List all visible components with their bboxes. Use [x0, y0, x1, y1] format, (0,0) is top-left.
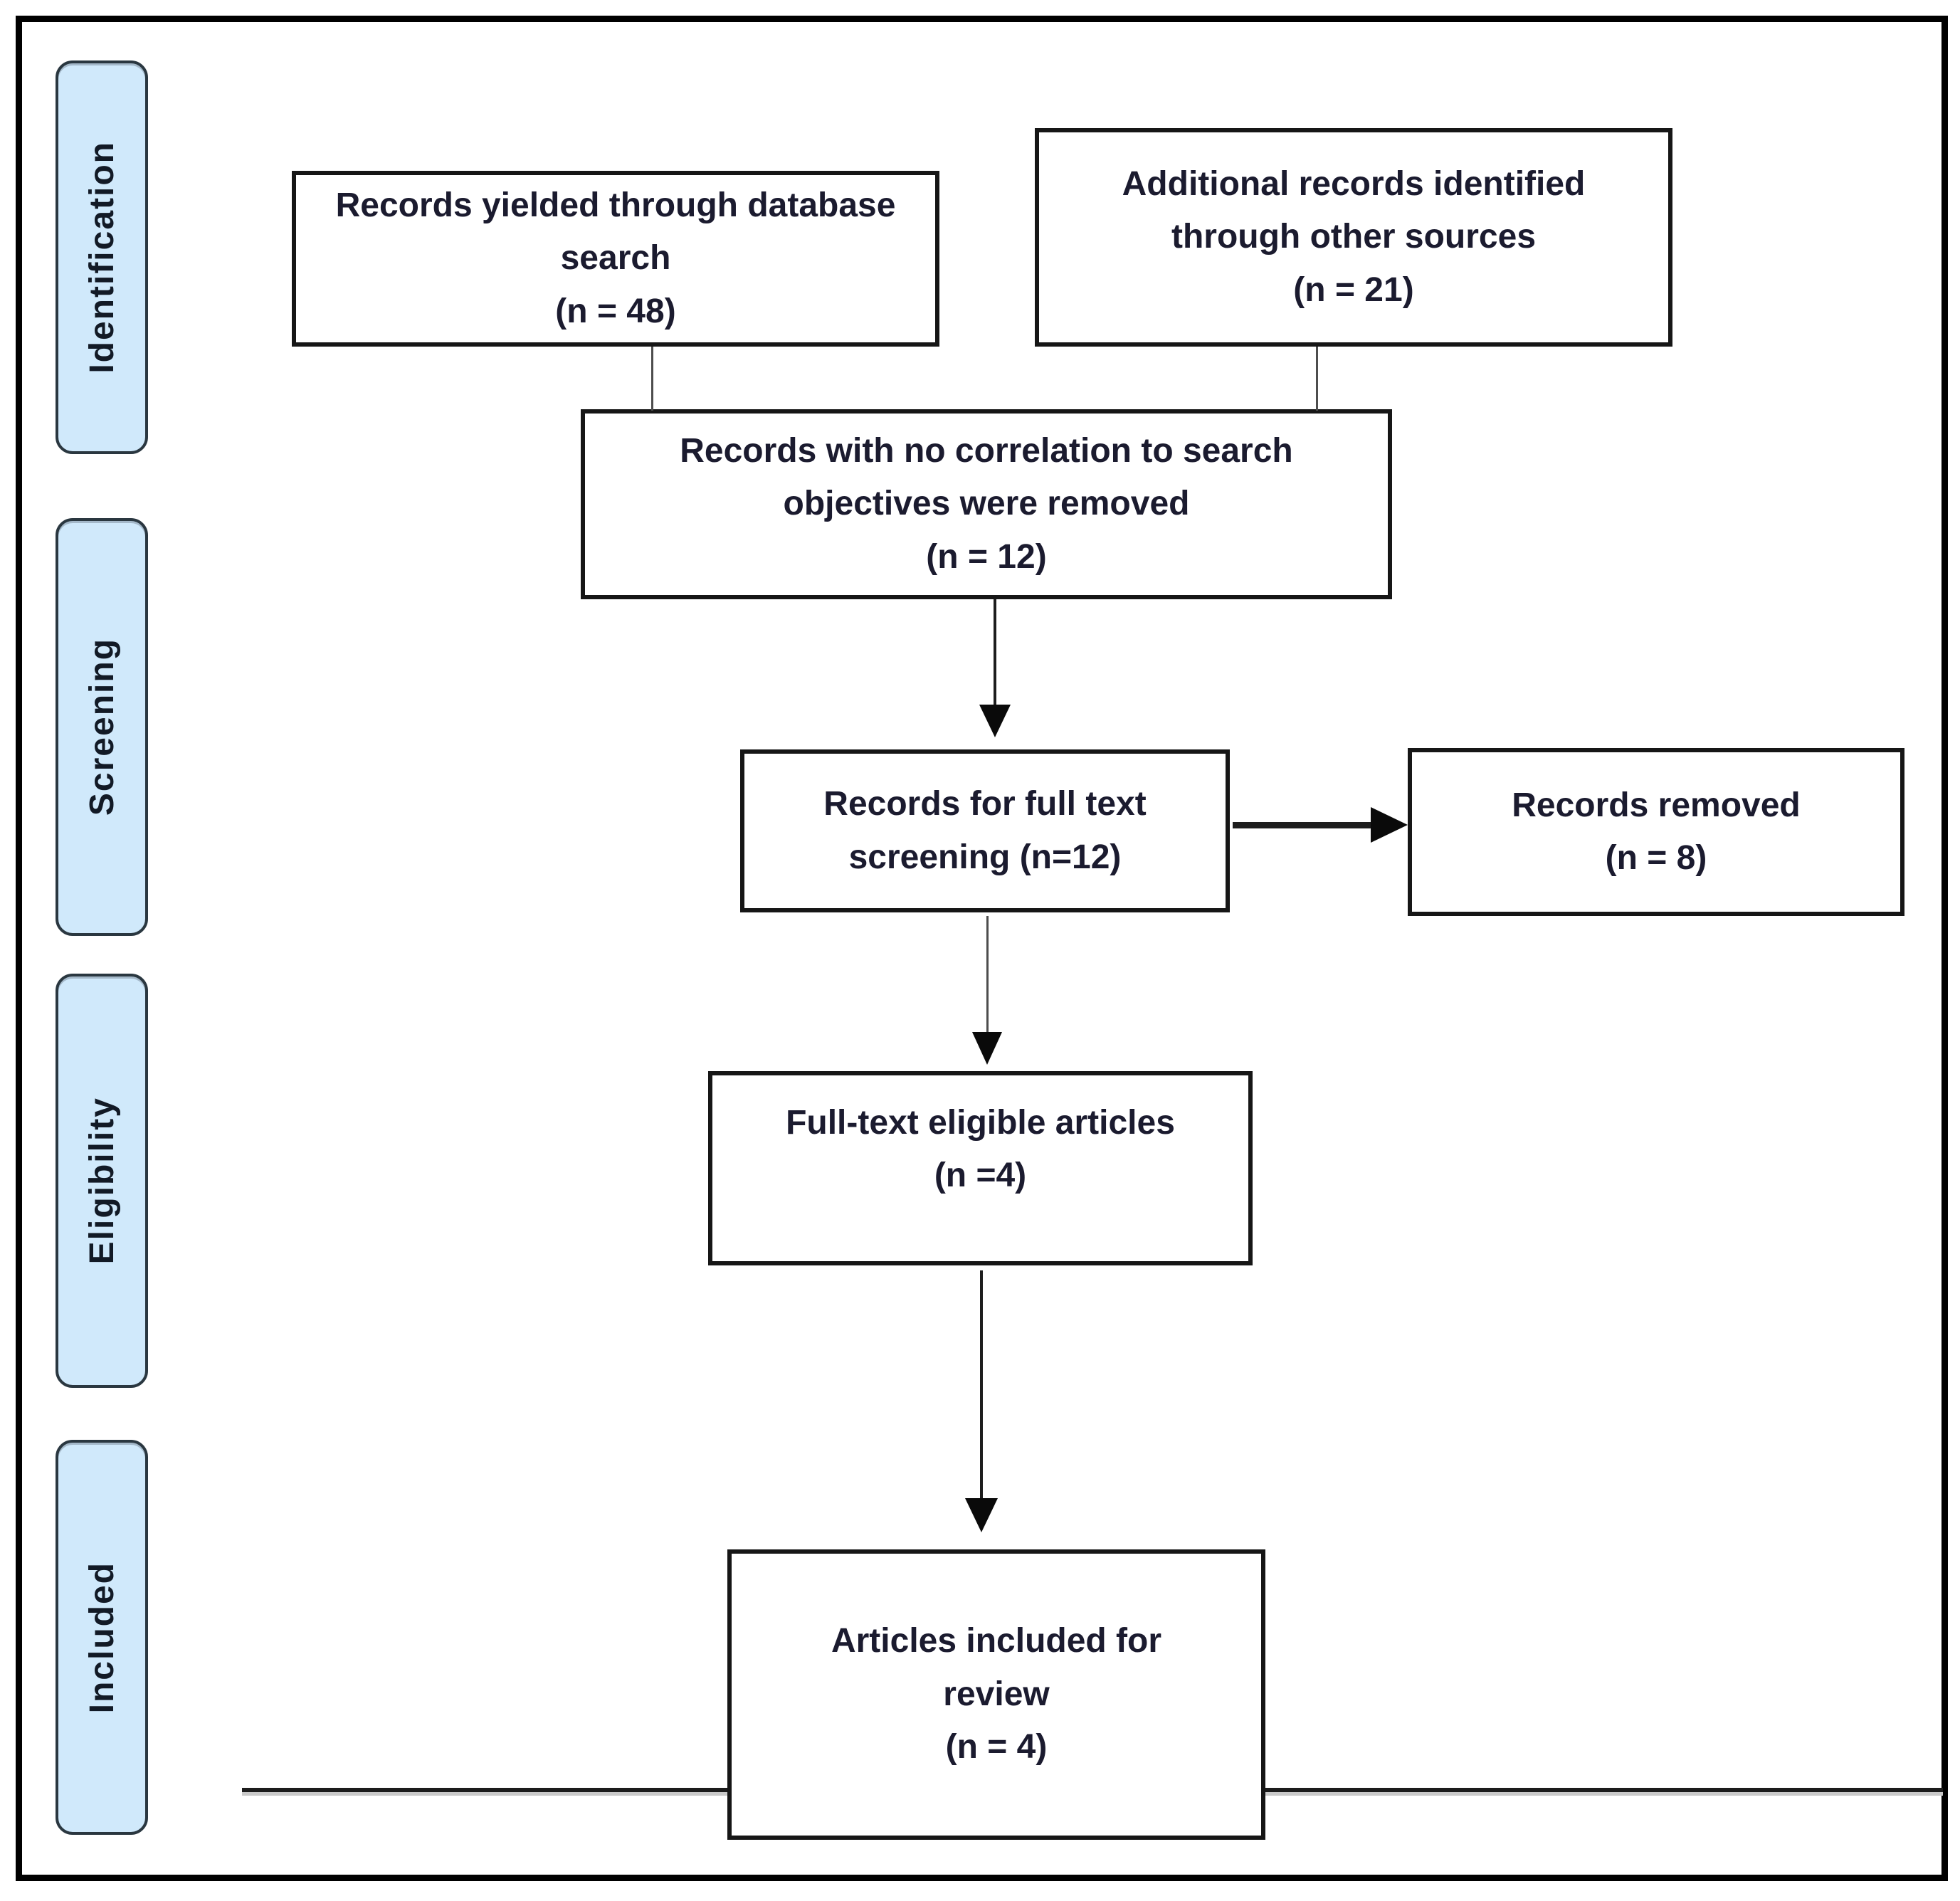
stage-label-eligibility: Eligibility	[56, 974, 148, 1388]
box-articles-included-for-review: Articles included for review (n = 4)	[727, 1549, 1265, 1840]
box-text: Records removed (n = 8)	[1512, 786, 1801, 877]
stage-label-text: Identification	[83, 141, 121, 374]
arrowhead-down-icon	[972, 1032, 1002, 1065]
box-full-text-eligible-articles: Full-text eligible articles (n =4)	[708, 1071, 1253, 1265]
arrowhead-right-icon	[1371, 807, 1408, 843]
arrow-removed-to-screening-line	[994, 599, 996, 706]
stage-label-text: Screening	[83, 638, 121, 816]
stage-label-text: Eligibility	[83, 1097, 121, 1265]
box-text: Records yielded through database search …	[335, 186, 896, 330]
stage-label-included: Included	[56, 1440, 148, 1835]
stage-label-screening: Screening	[56, 518, 148, 936]
arrowhead-down-icon	[979, 705, 1011, 737]
box-text: Additional records identified through ot…	[1122, 164, 1586, 309]
arrow-screening-to-removed-line	[1233, 822, 1372, 828]
box-records-removed: Records removed (n = 8)	[1408, 748, 1904, 916]
box-text: Records for full text screening (n=12)	[823, 785, 1147, 876]
box-text: Full-text eligible articles (n =4)	[786, 1104, 1175, 1195]
arrow-screening-to-eligible-line	[986, 916, 989, 1033]
box-records-full-text-screening: Records for full text screening (n=12)	[740, 749, 1230, 912]
arrow-eligible-to-included-line	[980, 1270, 983, 1500]
figure-border	[16, 16, 1948, 1881]
stage-label-text: Included	[83, 1561, 121, 1714]
box-additional-records-other-sources: Additional records identified through ot…	[1035, 128, 1672, 347]
connector-db-search-to-removed	[651, 347, 653, 411]
box-records-no-correlation-removed: Records with no correlation to search ob…	[581, 409, 1392, 599]
arrowhead-down-icon	[965, 1498, 998, 1532]
box-text: Articles included for review (n = 4)	[831, 1622, 1162, 1766]
stage-label-identification: Identification	[56, 60, 148, 454]
connector-other-sources-to-removed	[1316, 347, 1318, 411]
box-text: Records with no correlation to search ob…	[680, 431, 1293, 576]
box-records-database-search: Records yielded through database search …	[292, 171, 939, 347]
